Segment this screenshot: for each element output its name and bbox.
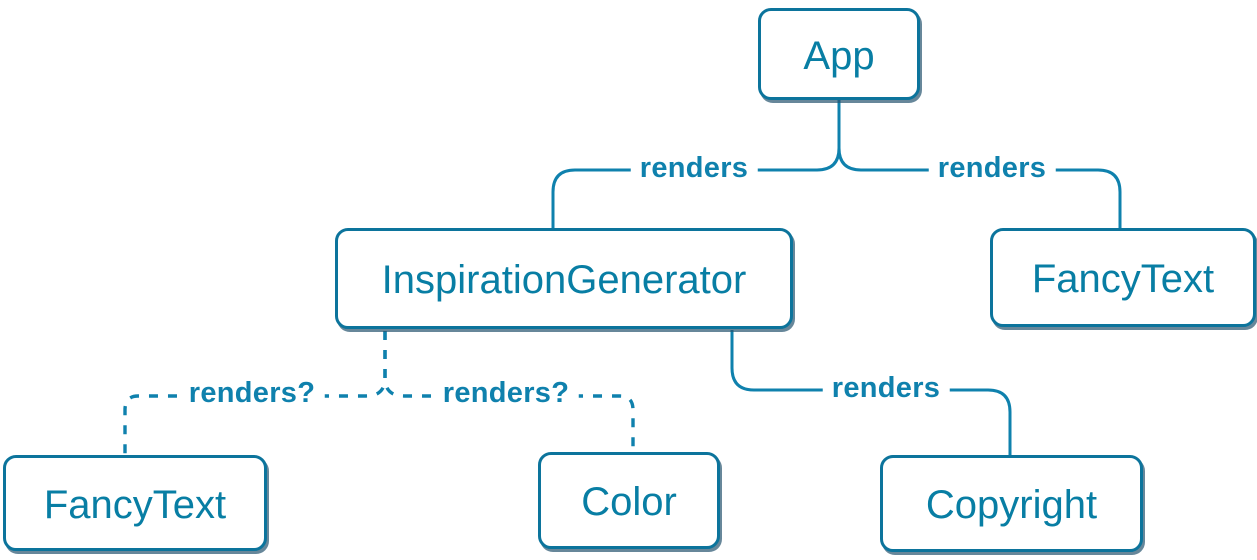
node-app-label: App <box>803 33 875 78</box>
node-fancy-text-top-label: FancyText <box>1031 257 1215 301</box>
edge-label-inspirationgenerator-color: renders? <box>433 377 579 410</box>
edge-inspirationgenerator-to-color-dashed <box>383 331 635 452</box>
node-inspiration-generator: InspirationGenerator <box>335 228 793 329</box>
node-fancy-text-bottom: FancyText <box>3 455 267 551</box>
edge-label-app-fancytext: renders <box>928 152 1056 185</box>
edge-label-inspirationgenerator-copyright: renders <box>822 372 950 405</box>
node-copyright: Copyright <box>880 455 1143 552</box>
edge-label-app-inspirationgenerator: renders <box>630 152 758 185</box>
node-fancy-text-top: FancyText <box>990 228 1256 327</box>
node-copyright-label: Copyright <box>925 483 1098 527</box>
node-fancy-text-bottom-label: FancyText <box>43 482 227 527</box>
node-color: Color <box>538 452 720 549</box>
node-inspiration-generator-label: InspirationGenerator <box>381 258 747 302</box>
edge-label-inspirationgenerator-fancytext: renders? <box>179 377 325 410</box>
node-color-label: Color <box>581 480 677 524</box>
node-app: App <box>758 8 920 100</box>
